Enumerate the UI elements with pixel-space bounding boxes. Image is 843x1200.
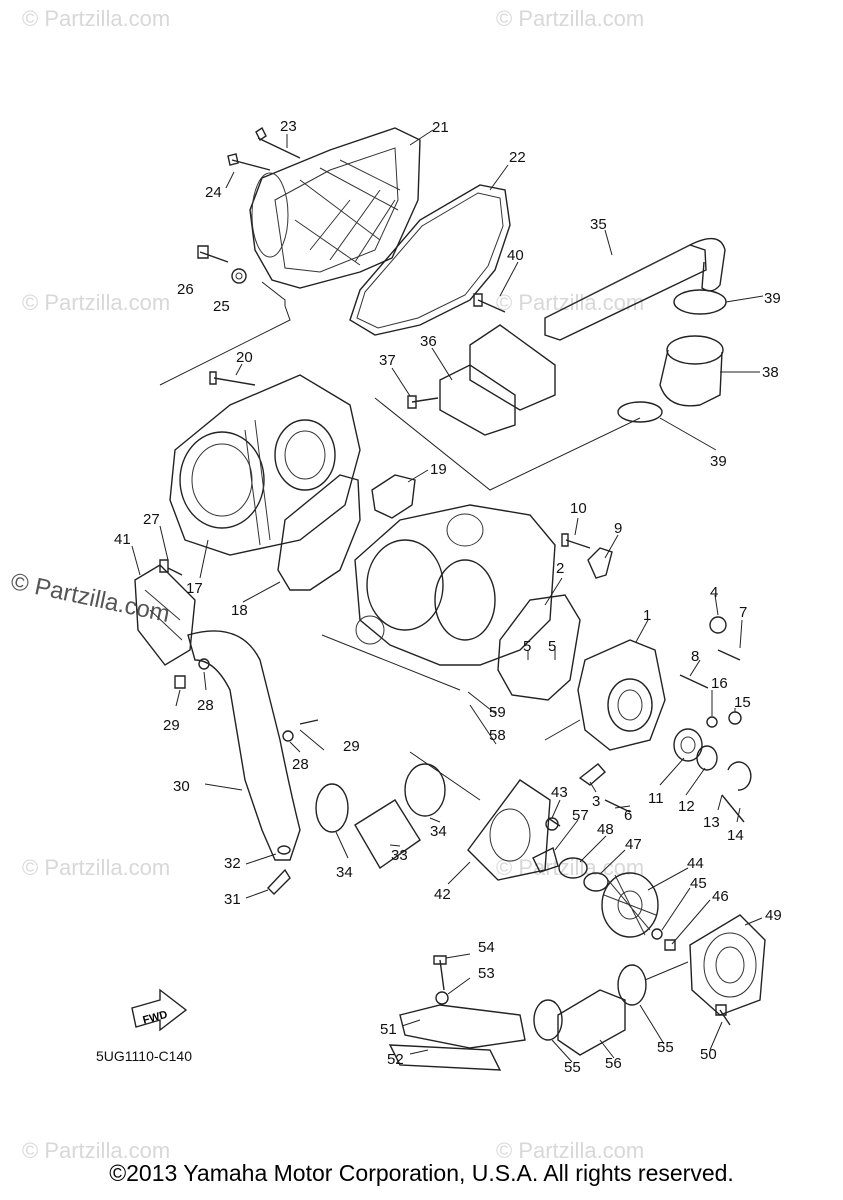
bearing-housing	[577, 639, 666, 751]
callout-44: 44	[687, 855, 704, 872]
fan-cover	[689, 914, 766, 1016]
diagram-code: 5UG1110-C140	[96, 1048, 192, 1064]
callout-29: 29	[163, 717, 180, 734]
callout-39b: 39	[710, 453, 727, 470]
callout-40: 40	[507, 247, 524, 264]
callout-42: 42	[434, 886, 451, 903]
intake-elbow	[617, 289, 727, 423]
lower-duct	[388, 1004, 526, 1071]
callout-58: 58	[489, 727, 506, 744]
callout-48: 48	[597, 821, 614, 838]
callout-28b: 28	[292, 756, 309, 773]
callout-25: 25	[213, 298, 230, 315]
lower-boot	[557, 989, 626, 1056]
callout-22: 22	[509, 149, 526, 166]
callout-19: 19	[430, 461, 447, 478]
callout-55: 55	[564, 1059, 581, 1076]
callout-1: 1	[643, 607, 651, 624]
callout-28: 28	[197, 697, 214, 714]
callout-6: 6	[624, 807, 632, 824]
callout-30: 30	[173, 778, 190, 795]
callout-21: 21	[432, 119, 449, 136]
cooling-fan	[601, 872, 659, 938]
callout-26: 26	[177, 281, 194, 298]
callout-38: 38	[762, 364, 779, 381]
callout-32: 32	[224, 855, 241, 872]
intake-boot	[354, 799, 421, 870]
callout-33: 33	[391, 847, 408, 864]
crankcase	[354, 504, 556, 666]
callout-39: 39	[764, 290, 781, 307]
callout-46: 46	[712, 888, 729, 905]
gasket-large	[277, 474, 361, 591]
callout-54: 54	[478, 939, 495, 956]
callout-12: 12	[678, 798, 695, 815]
callout-23: 23	[280, 118, 297, 135]
callout-2: 2	[556, 560, 564, 577]
leader-lines	[131, 129, 764, 1063]
callout-37: 37	[379, 352, 396, 369]
callout-27: 27	[143, 511, 160, 528]
callout-45: 45	[690, 875, 707, 892]
intake-hose	[187, 630, 301, 861]
callout-17: 17	[186, 580, 203, 597]
callout-15: 15	[734, 694, 751, 711]
callout-50: 50	[700, 1046, 717, 1063]
callout-34: 34	[336, 864, 353, 881]
callout-8: 8	[691, 648, 699, 665]
callout-10: 10	[570, 500, 587, 517]
callout-35: 35	[590, 216, 607, 233]
callout-5: 5	[523, 638, 531, 655]
callout-52: 52	[387, 1051, 404, 1068]
callout-7: 7	[739, 604, 747, 621]
callout-20: 20	[236, 349, 253, 366]
callout-29b: 29	[343, 738, 360, 755]
callout-51: 51	[380, 1021, 397, 1038]
duct-joint-box	[439, 324, 556, 436]
callout-3: 3	[592, 793, 600, 810]
callout-5b: 5	[548, 638, 556, 655]
callout-34b: 34	[430, 823, 447, 840]
gasket-small	[371, 474, 416, 519]
callout-4: 4	[710, 584, 718, 601]
callout-11: 11	[648, 790, 664, 807]
callout-49: 49	[765, 907, 782, 924]
crankcase-cover-outer	[249, 127, 421, 289]
callout-36: 36	[420, 333, 437, 350]
callout-24: 24	[205, 184, 222, 201]
crankcase-cover-inner	[169, 374, 361, 556]
callout-31: 31	[224, 891, 241, 908]
crankcase-gasket	[497, 594, 581, 701]
callout-9: 9	[614, 520, 622, 537]
callout-55b: 55	[657, 1039, 674, 1056]
copyright-notice: ©2013 Yamaha Motor Corporation, U.S.A. A…	[109, 1160, 734, 1186]
cover-gasket	[349, 184, 511, 336]
air-duct	[544, 237, 726, 341]
callout-13: 13	[703, 814, 720, 831]
callout-59: 59	[489, 704, 506, 721]
fwd-arrow-icon: FWD	[131, 988, 188, 1032]
callout-41: 41	[114, 531, 131, 548]
callout-14: 14	[727, 827, 744, 844]
callout-16: 16	[711, 675, 728, 692]
bolts-top	[197, 126, 301, 284]
callout-57: 57	[572, 807, 589, 824]
fan-housing-plate	[467, 779, 551, 881]
callout-47: 47	[625, 836, 642, 853]
callout-53: 53	[478, 965, 495, 982]
callout-56: 56	[605, 1055, 622, 1072]
fwd-label: FWD	[141, 1009, 168, 1027]
callout-18: 18	[231, 602, 248, 619]
callout-43: 43	[551, 784, 568, 801]
callout-labels: 1 2 3 4 5 5 6 7 8 9 10 11 12 13 14 15 16…	[114, 118, 782, 1076]
